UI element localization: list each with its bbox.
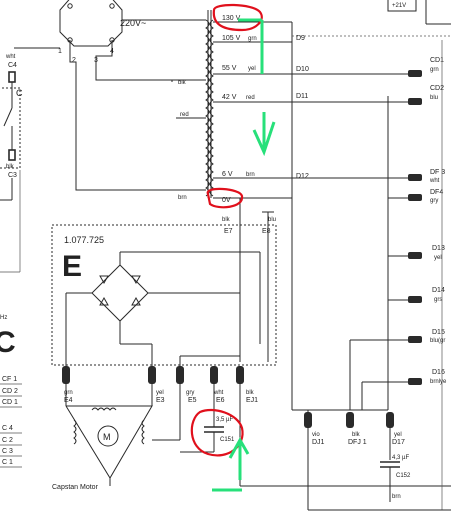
left-conn-cd1: CD 1 — [2, 399, 18, 406]
conn-d16-color: brnlye — [430, 379, 447, 385]
conn-ej1: EJ1 — [246, 397, 258, 404]
switch-top-color: wht — [5, 54, 16, 60]
conn-dj1-color: vio — [312, 432, 320, 438]
module-c: Hz C — [0, 315, 16, 359]
node-d11: D11 — [296, 93, 308, 100]
conn-e4-color: grn — [64, 390, 73, 396]
module-e-part: 1.077.725 — [64, 235, 104, 245]
module-e-letter: E — [62, 250, 82, 283]
tap-130v: 130 V — [222, 15, 241, 22]
switch-letter: C — [16, 88, 23, 98]
tap-105v-color: grn — [248, 36, 257, 42]
switch-bottom-color: blk — [6, 164, 15, 170]
primary-lead-blk: blk — [178, 80, 187, 86]
lead-e7-color: blk — [222, 217, 231, 223]
left-switch: wht C4 C blk C3 — [0, 54, 23, 273]
conn-e3-color: yel — [156, 390, 164, 396]
conn-d13: D13 — [432, 245, 445, 252]
green-annotations — [212, 18, 276, 492]
conn-df4-color: gry — [430, 198, 438, 204]
conn-d16: D16 — [432, 369, 445, 376]
primary-lead-brn: brn — [178, 195, 187, 201]
left-conn-c3: C 3 — [2, 448, 13, 455]
lead-e8-color: blu — [268, 217, 276, 223]
conn-d15: D15 — [432, 329, 445, 336]
tap-6v-color: brn — [246, 172, 255, 178]
conn-ej1-color: blk — [246, 390, 255, 396]
conn-d14: D14 — [432, 287, 445, 294]
left-conn-cd2: CD 2 — [2, 388, 18, 395]
capacitor-c151: 3,5 µF C151 — [180, 404, 235, 453]
right-column: CD1 grn CD2 blu DF 3 wht DF4 gry D13 yel… — [292, 35, 451, 510]
lead-e8: E8 — [262, 228, 271, 235]
tap-6v: 6 V — [222, 171, 233, 178]
tap-0v: 0V — [222, 197, 231, 204]
tap-55v: 55 V — [222, 65, 237, 72]
conn-dfj1: DFJ 1 — [348, 439, 367, 446]
c151-name: C151 — [220, 437, 235, 443]
c152-name: C152 — [396, 473, 411, 479]
conn-d17: D17 — [392, 439, 405, 446]
c151-value: 3,5 µF — [216, 417, 233, 423]
c152-value: 4,3 µF — [392, 455, 409, 461]
conn-e5: E5 — [188, 397, 197, 404]
conn-cd2-color: blu — [430, 95, 438, 101]
node-d12: D12 — [296, 173, 309, 180]
primary-lead-red: red — [180, 112, 189, 118]
left-conn-c1: C 1 — [2, 459, 13, 466]
left-connector-list: CF 1 CD 2 CD 1 C 4 C 2 C 3 C 1 — [0, 376, 22, 468]
left-conn-c4: C 4 — [2, 425, 13, 432]
left-conn-cf1: CF 1 — [2, 376, 17, 383]
supply-label: +21V — [392, 3, 406, 9]
conn-d17-color: yel — [394, 432, 402, 438]
tap-55v-color: yel — [248, 66, 256, 72]
conn-e6: E6 — [216, 397, 225, 404]
conn-df4: DF4 — [430, 189, 443, 196]
conn-e6-color: wht — [213, 390, 224, 396]
tap-42v-color: red — [246, 95, 255, 101]
conn-d14-color: grs — [434, 297, 442, 303]
tap-105v: 105 V — [222, 35, 241, 42]
lead-e7: E7 — [224, 228, 233, 235]
conn-df3-color: wht — [429, 178, 440, 184]
conn-cd2: CD2 — [430, 85, 444, 92]
conn-cd1: CD1 — [430, 57, 444, 64]
conn-df3: DF 3 — [430, 169, 445, 176]
bottom-connectors: grn E4 yel E3 gry E5 wht E6 blk EJ1 — [62, 366, 451, 487]
motor-symbol: M — [103, 432, 111, 442]
tap-42v: 42 V — [222, 94, 237, 101]
bottom-wire-color: brn — [392, 494, 401, 500]
conn-d15-color: blu(gr — [430, 338, 445, 344]
transformer: blk red brn 130 V 105 V grn 55 V yel 42 … — [92, 10, 309, 410]
conn-e3: E3 — [156, 397, 165, 404]
lower-connectors: vio DJ1 blk DFJ 1 yel D17 4,3 µF C152 br… — [304, 410, 451, 511]
conn-e5-color: gry — [186, 390, 194, 396]
node-d10: D10 — [296, 66, 309, 73]
bridge-pin-2: 2 — [72, 57, 76, 64]
bridge-pin-3: 3 — [94, 57, 98, 64]
bridge-pin-1: 1 — [58, 48, 62, 55]
supply-box: +21V — [387, 0, 451, 25]
module-e: 1.077.725 E — [51, 224, 277, 366]
motor-label: Capstan Motor — [52, 484, 99, 491]
mains-bridge: 1 2 3 4 220V~ — [14, 0, 206, 191]
conn-dj1: DJ1 — [312, 439, 325, 446]
switch-top-conn: C4 — [8, 62, 17, 69]
bridge-pin-4: 4 — [110, 48, 114, 55]
conn-dfj1-color: blk — [352, 432, 361, 438]
switch-bottom-conn: C3 — [8, 172, 17, 179]
mains-label: 220V~ — [120, 18, 146, 28]
left-conn-c2: C 2 — [2, 437, 13, 444]
conn-d13-color: yel — [434, 255, 442, 261]
module-c-letter: C — [0, 326, 16, 359]
capstan-motor: M Capstan Motor — [52, 405, 181, 491]
module-c-freq: Hz — [0, 315, 7, 321]
node-d9: D9 — [296, 35, 305, 42]
conn-e4: E4 — [64, 397, 73, 404]
conn-cd1-color: grn — [430, 67, 439, 73]
